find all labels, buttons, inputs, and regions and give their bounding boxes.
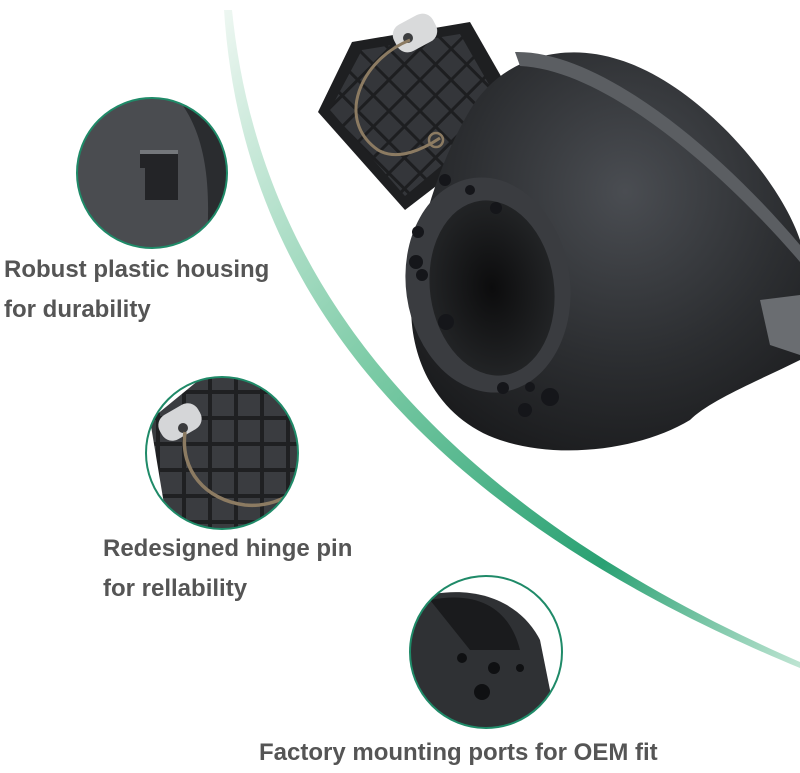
fuel-door-housing-photo: [318, 13, 800, 451]
caption-hinge-line2: for rellability: [103, 575, 248, 602]
caption-hinge: Redesigned hinge pin for rellability: [103, 529, 352, 609]
caption-ports-line1: Factory mounting ports for OEM fit: [259, 739, 658, 766]
mounting-ports-callout: [410, 576, 562, 728]
callout-ring-ports: [409, 575, 563, 729]
callout-ring-hinge: [145, 376, 299, 530]
caption-ports: Factory mounting ports for OEM fit: [259, 733, 658, 773]
hinge-pin-callout: [146, 377, 298, 529]
caption-housing-line2: for durability: [4, 296, 151, 323]
caption-housing-line1: Robust plastic housing: [4, 256, 270, 283]
callout-ring-housing: [76, 97, 228, 249]
caption-housing: Robust plastic housing for durability: [4, 250, 269, 330]
hinge-pin-icon: [354, 13, 445, 156]
housing-edge-callout: [77, 98, 227, 248]
caption-hinge-line1: Redesigned hinge pin: [103, 535, 353, 562]
